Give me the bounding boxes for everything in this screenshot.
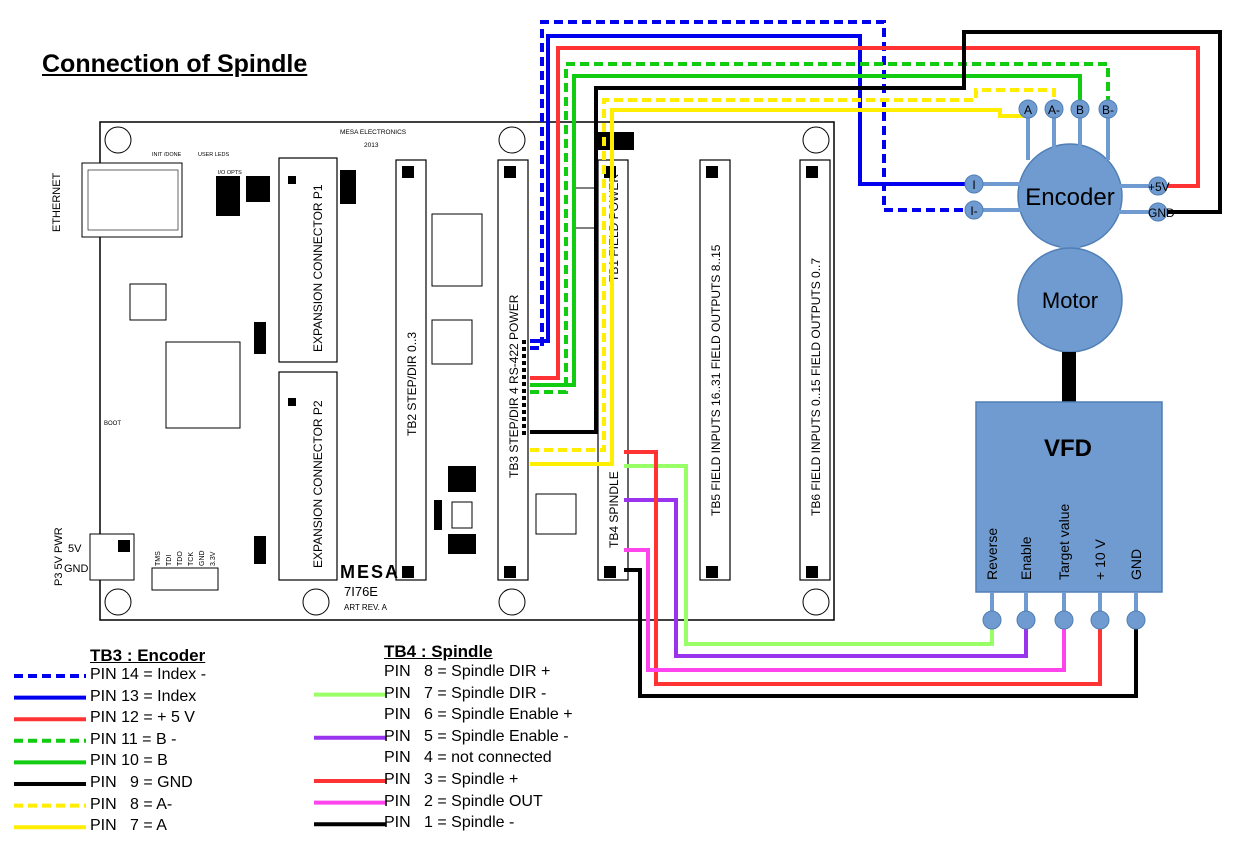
board-tb3-label: TB3 STEP/DIR 4 RS-422 POWER [507,294,521,478]
vfd-terminal-label: GND [1128,549,1144,580]
legend-item: PIN 1 = Spindle - [384,814,515,832]
wire-spindle-plus [624,450,1102,686]
encoder-label: Encoder [1025,184,1114,211]
wire-index-minus [530,20,974,350]
board-tb4-label: TB4 SPINDLE [607,471,621,548]
wire-gnd [530,30,1222,434]
legend-item: PIN 6 = Spindle Enable + [384,706,573,724]
vfd-terminal [1054,610,1074,630]
board-jtag-label: TCK [188,552,195,566]
page-title: Connection of Spindle [42,50,308,78]
board-logo: MESA [340,562,400,582]
board-maker: MESA ELECTRONICS [340,129,407,136]
vfd-terminal [1126,610,1146,630]
vfd-terminal [1090,610,1110,630]
legend-item: PIN 5 = Spindle Enable - [384,727,569,745]
legend-item: PIN 7 = A [90,817,167,835]
board-pwr-label: P3 5V PWR [53,527,65,586]
motor-label: Motor [1042,288,1098,313]
board-user-leds: USER LEDS [198,152,230,158]
encoder-pin [1044,99,1064,119]
legend-item: PIN 8 = A- [90,795,173,813]
wires [530,20,1222,698]
encoder-pin [1148,176,1168,196]
encoder-pin [1018,99,1038,119]
legend-item: PIN 13 = Index [90,687,197,705]
legend-item: PIN 14 = Index - [90,666,207,683]
wire-index [530,34,974,343]
board-tb6-label: TB6 FIELD INPUTS 0..15 FIELD OUTPUTS 0..… [809,258,823,516]
legend-item: PIN 3 = Spindle + [384,771,519,788]
encoder-pin-label: I [972,178,975,192]
board-pwr-gnd: GND [64,563,89,575]
board-boot: BOOT [104,421,121,427]
wire-b-minus [530,62,1110,394]
encoder-pin-label: +5V [1148,180,1170,194]
board-io-opts: I/O OPTS [218,170,242,176]
encoder-pin [1070,99,1090,119]
encoder-pin-label: A- [1048,103,1060,117]
motor: Motor [1017,244,1123,402]
legend-item: PIN 11 = B - [90,730,177,748]
wire-a-minus [530,88,1056,452]
wire-dir-minus [624,464,994,646]
mesa-board: ETHERNET MESA ELECTRONICS 2013 INIT /DON… [51,121,835,621]
vfd: VFD Reverse Enable Target value + 10 V GND [975,401,1163,630]
board-jtag-label: TMS [155,551,162,566]
vfd-terminal-label: Reverse [984,528,1000,580]
legend-item: PIN 9 = GND [90,774,193,791]
board-year: 2013 [364,142,379,149]
board-jtag-label: 3.3V [210,551,217,566]
encoder-pin [964,174,984,194]
board-tb2-label: TB2 STEP/DIR 0..3 [405,332,419,436]
encoder-pin [1148,202,1168,222]
encoder: Encoder A A- B B- I I- +5V GND [964,99,1175,249]
vfd-terminal [1016,610,1036,630]
vfd-terminal-label: Enable [1018,536,1034,580]
legend-item: PIN 10 = B [90,752,168,770]
wire-spindle-minus [624,568,1138,698]
board-rev: ART REV. A [344,603,388,612]
legend-item: PIN 8 = Spindle DIR + [384,663,551,680]
board-p1-label: EXPANSION CONNECTOR P1 [311,184,325,352]
board-tb5-label: TB5 FIELD INPUTS 16..31 FIELD OUTPUTS 8.… [709,244,723,516]
vfd-terminal-label: + 10 V [1092,538,1108,580]
encoder-pin [1098,99,1118,119]
encoder-pin-label: A [1024,103,1032,117]
legend-tb3-title: TB3 : Encoder [90,646,206,665]
legend-item: PIN 4 = not connected [384,749,552,767]
legend-item: PIN 2 = Spindle OUT [384,792,543,810]
legend-tb4-title: TB4 : Spindle [384,642,493,661]
board-init-done: INIT /DONE [152,152,182,158]
board-model: 7I76E [344,584,378,599]
board-jtag-label: GND [199,550,206,566]
board-ethernet: ETHERNET [51,172,63,232]
encoder-pin-label: B- [1102,103,1114,117]
wire-b [530,74,1082,387]
legend-item: PIN 12 = + 5 V [90,709,195,727]
encoder-pin-label: B [1076,103,1084,117]
board-p2-label: EXPANSION CONNECTOR P2 [311,400,325,568]
wire-plus5v [530,46,1200,380]
wire-spindle-out [624,548,1066,672]
vfd-label: VFD [1044,435,1092,462]
board-pwr-5v: 5V [68,543,82,555]
encoder-pin-label: I- [970,204,977,218]
vfd-terminal-label: Target value [1056,504,1072,580]
legend-item: PIN 7 = Spindle DIR - [384,684,547,702]
board-jtag-label: TDI [166,555,173,566]
board-jtag-label: TDO [177,551,184,566]
vfd-terminal [982,610,1002,630]
encoder-pin-label: GND [1148,206,1175,220]
wire-enable-minus [624,498,1028,658]
encoder-pin [964,200,984,220]
